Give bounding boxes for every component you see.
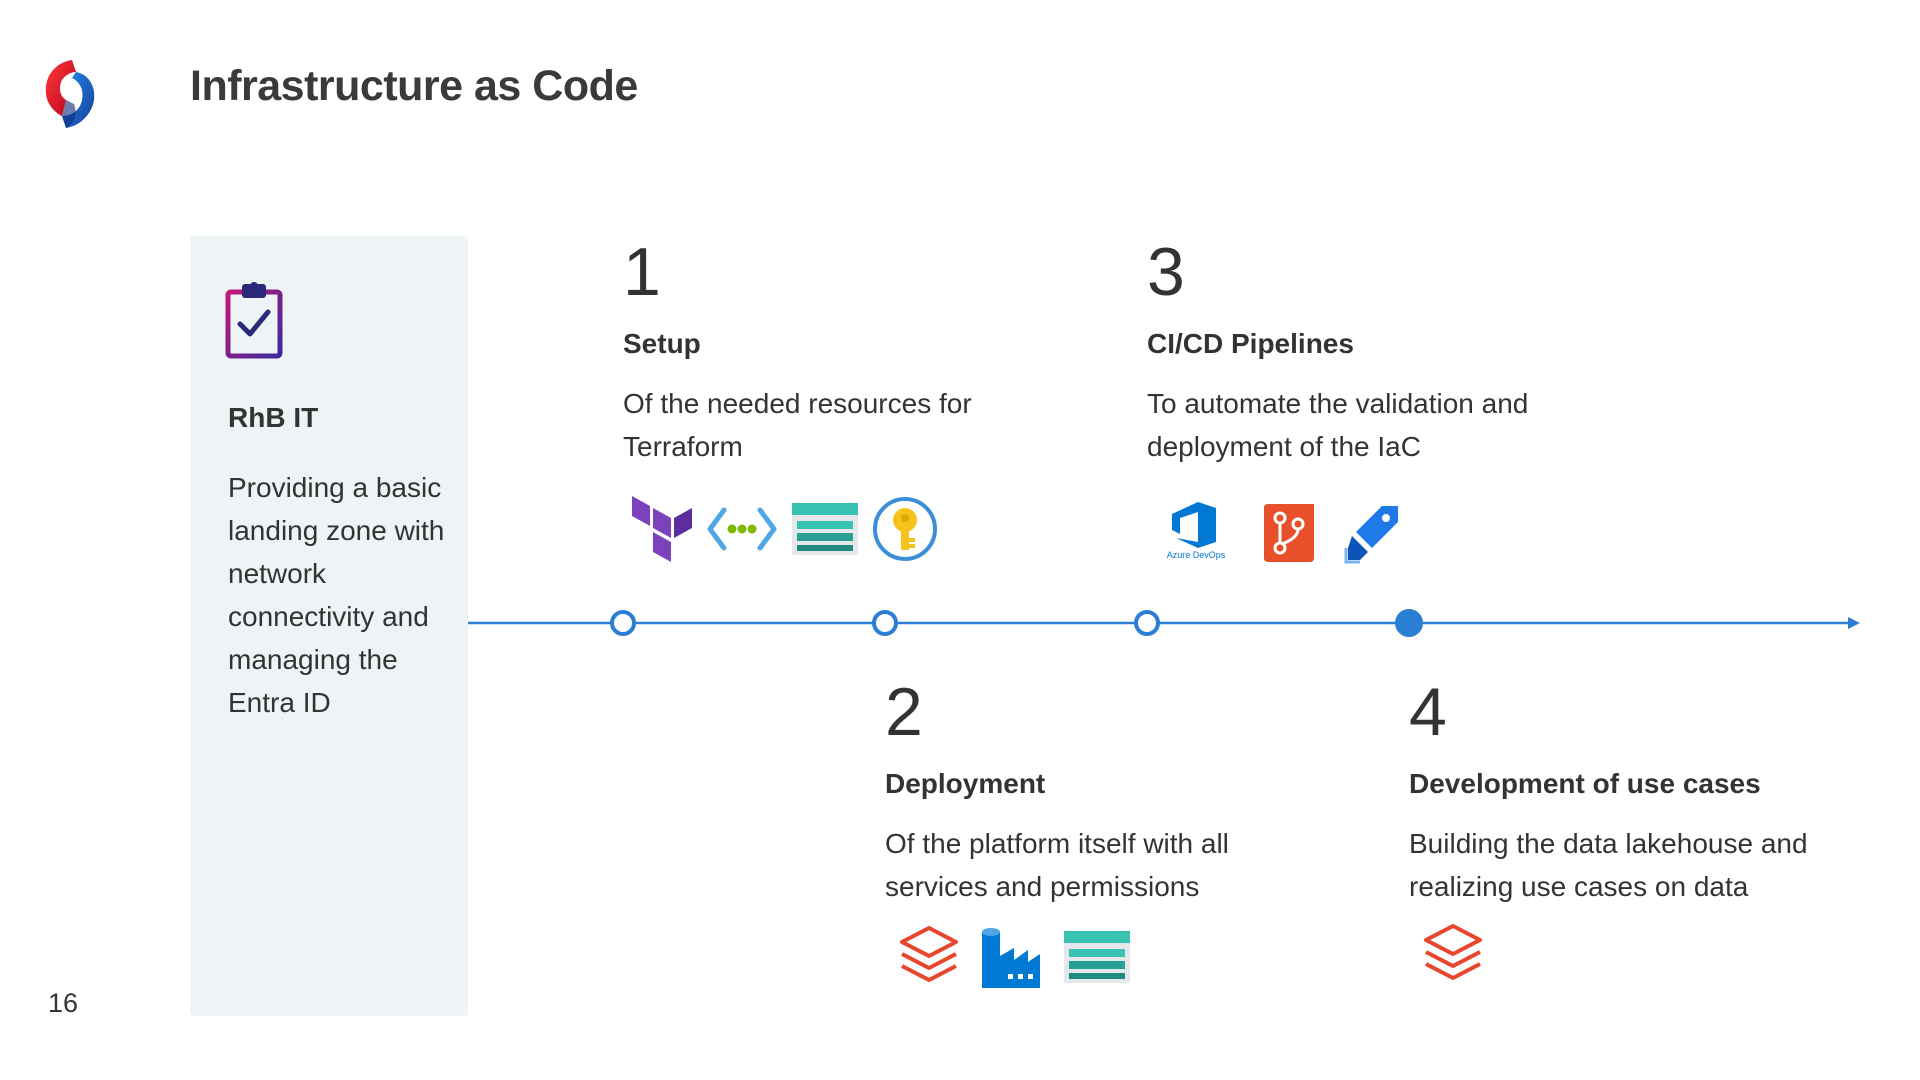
storage-account-icon — [1064, 931, 1130, 983]
side-panel: RhB IT Providing a basic landing zone wi… — [190, 236, 468, 1016]
step-description: Of the platform itself with all services… — [885, 828, 1229, 902]
clipboard-check-icon — [225, 282, 283, 359]
azure-devops-icon: Azure DevOps — [1156, 500, 1236, 566]
step-2: 2 Deployment Of the platform itself with… — [885, 678, 1305, 908]
step-number: 4 — [1409, 674, 1447, 750]
step-title: CI/CD Pipelines — [1147, 328, 1354, 359]
azure-pipelines-icon — [1344, 506, 1398, 564]
azure-devops-label: Azure DevOps — [1166, 550, 1226, 560]
timeline-node-3 — [1134, 610, 1160, 636]
timeline-node-2 — [872, 610, 898, 636]
step-3-icons: Azure DevOps — [1156, 500, 1402, 566]
side-panel-text: Providing a basic landing zone with netw… — [228, 472, 445, 718]
step-4-icons — [1424, 924, 1482, 986]
key-vault-icon — [873, 497, 937, 561]
timeline-node-1 — [610, 610, 636, 636]
step-title: Setup — [623, 328, 701, 359]
step-description: To automate the validation and deploymen… — [1147, 388, 1529, 462]
page-number: 16 — [48, 988, 79, 1018]
step-description: Building the data lakehouse and realizin… — [1409, 828, 1808, 902]
step-4: 4 Development of use cases Building the … — [1409, 678, 1829, 908]
step-number: 3 — [1147, 234, 1185, 310]
databricks-icon — [900, 926, 958, 982]
databricks-icon — [1424, 924, 1482, 980]
step-title: Development of use cases — [1409, 768, 1761, 799]
step-1: 1 Setup Of the needed resources for Terr… — [623, 238, 1043, 468]
step-3: 3 CI/CD Pipelines To automate the valida… — [1147, 238, 1567, 468]
step-number: 1 — [623, 234, 661, 310]
timeline-node-4 — [1395, 609, 1423, 637]
storage-account-icon — [792, 503, 858, 555]
step-2-icons — [900, 926, 1130, 988]
data-factory-icon — [982, 928, 1040, 988]
step-title: Deployment — [885, 768, 1046, 799]
side-panel-title: RhB IT — [228, 402, 319, 433]
step-number: 2 — [885, 674, 923, 750]
step-description: Of the needed resources for Terraform — [623, 388, 972, 462]
slide-title: Infrastructure as Code — [190, 62, 638, 110]
virtual-network-icon — [707, 507, 777, 551]
timeline-arrowhead — [1848, 617, 1860, 629]
terraform-icon — [632, 496, 692, 562]
step-1-icons — [632, 496, 938, 562]
company-logo — [45, 60, 95, 128]
azure-repos-icon — [1264, 504, 1314, 562]
